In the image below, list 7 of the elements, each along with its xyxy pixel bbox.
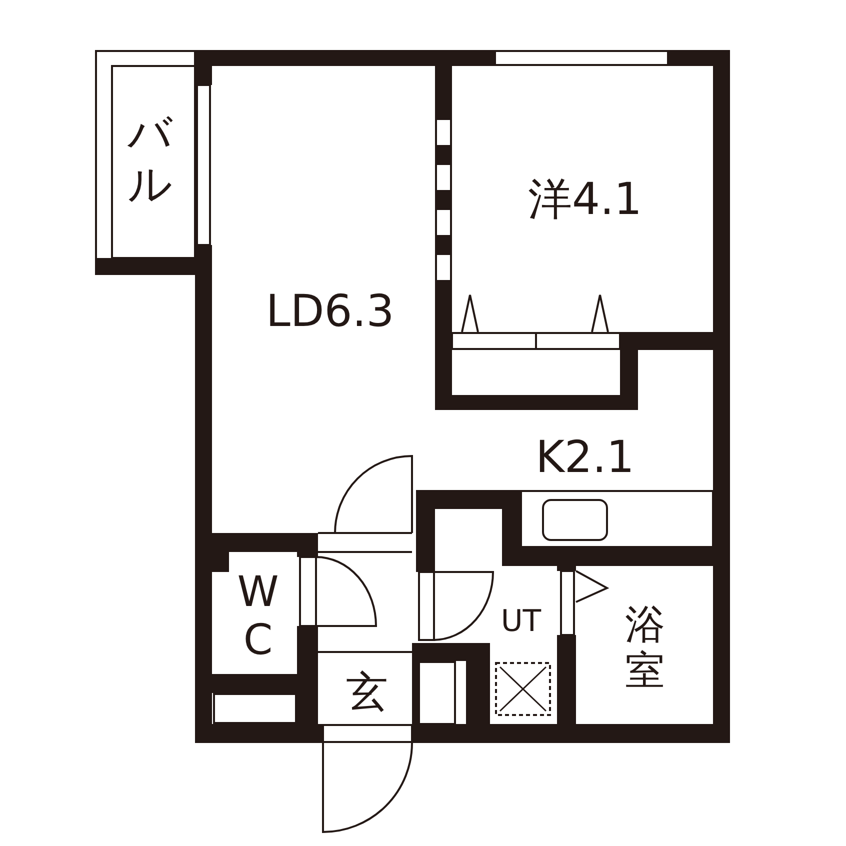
room-label: UT xyxy=(491,604,551,640)
room-label: W C xyxy=(228,568,288,664)
room-label: 玄 xyxy=(340,668,394,716)
room-label: LD6.3 xyxy=(245,282,415,342)
room-label: 洋4.1 xyxy=(515,170,655,230)
room-label: K2.1 xyxy=(520,428,650,488)
room-label: 浴室 xyxy=(620,600,670,696)
